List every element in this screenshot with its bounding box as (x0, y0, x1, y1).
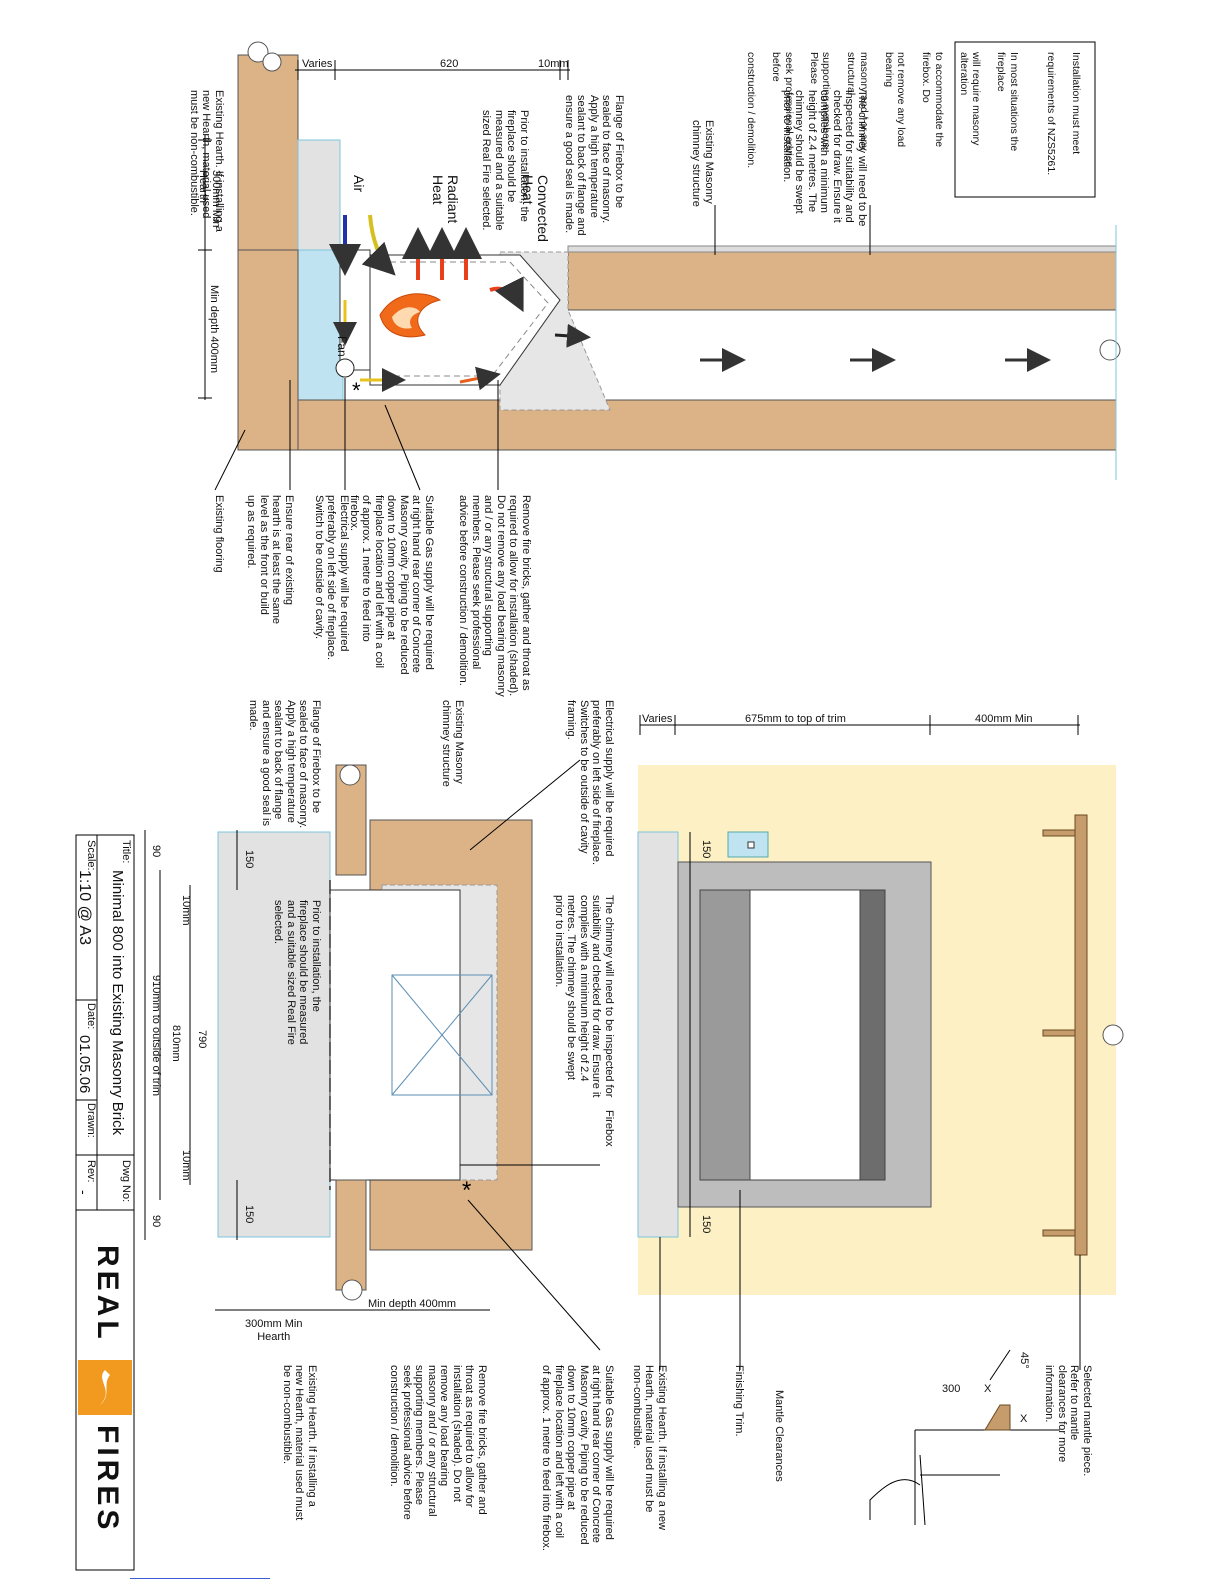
mc-300: 300 (942, 1383, 961, 1395)
fan-icon (335, 358, 355, 378)
brick-upper-wall (237, 54, 299, 251)
convected-heat-label: Convected Heat (520, 175, 551, 242)
logo-fires: FIRES (91, 1425, 124, 1534)
install-requirements-box (954, 41, 1096, 198)
air-label: Air (351, 175, 367, 193)
front-elevation (637, 715, 1124, 1370)
plan-firebox (329, 889, 461, 1181)
existing-hearth-note-plan: Existing Hearth. If installing a new Hea… (281, 1365, 318, 1521)
date-value: 01.05.06 (76, 1035, 93, 1094)
plan-dim-910: 910mm to outside of trim (150, 975, 162, 1097)
rev-value: - (76, 1190, 92, 1195)
dim-varies-top: Varies (302, 58, 333, 70)
electrical-note-bottom: Electrical supply will be required prefe… (565, 700, 616, 866)
remove-note-bottom: Remove fire bricks, gather and throat as… (388, 1365, 489, 1520)
dwg-no-label: Dwg No: (120, 1160, 132, 1203)
plan-dim-10a: 10mm (180, 895, 192, 926)
hearth-front (637, 831, 679, 1238)
plan-hearth (217, 831, 331, 1238)
flange-note-bottom: Flange of Firebox to be sealed to face o… (247, 700, 323, 829)
plan-dim-150b: 150 (243, 1205, 255, 1224)
svg-text:*: * (352, 378, 361, 403)
dim-10mm-top: 10mm (538, 58, 569, 70)
mc-angle: 45° (1018, 1352, 1030, 1369)
drawn-label: Drawn: (85, 1103, 97, 1138)
brick-lower-wall (237, 249, 299, 451)
firebox-label: Firebox (603, 1110, 615, 1147)
dim-varies-bottom: Varies (642, 713, 673, 725)
plan-dim-90b: 90 (150, 1215, 162, 1228)
mc-x2: X (1020, 1413, 1028, 1425)
scale-label: Scale: (85, 840, 97, 871)
title-label: Title: (120, 840, 132, 864)
hearth-min-top: 300mm Min Hearth (197, 170, 223, 228)
top-section-drawing: * (198, 41, 1121, 491)
logo-real: REAL (91, 1245, 124, 1343)
mantle-note: Selected mantle piece. Refer to mantle c… (1043, 1365, 1094, 1477)
plan-dim-90a: 90 (150, 845, 162, 858)
rear-hearth-note: Ensure rear of existing hearth is at lea… (245, 495, 296, 625)
radiant-heat-label: Radiant Heat (430, 175, 461, 224)
masonry-label-top: Existing Masonry chimney structure (690, 120, 716, 207)
dim-150-left: 150 (700, 840, 712, 859)
masonry-label-bottom: Existing Masonry chimney structure (440, 700, 466, 787)
firebox-glass (749, 889, 861, 1181)
gas-note-top: Suitable Gas supply will be required at … (348, 495, 435, 675)
plan-min-depth: Min depth 400mm (368, 1298, 457, 1310)
break-symbol (247, 41, 269, 63)
dim-675: 675mm to top of trim (745, 713, 846, 725)
dim-400-min: 400mm Min (975, 713, 1033, 725)
mantle-clearance-diagram (869, 1349, 1060, 1526)
remove-note-top: Remove fire bricks, gather and throat as… (457, 495, 533, 697)
electrical-note-top: Electrical supply will be required prefe… (313, 495, 350, 661)
chimney-note-top: The chimney will need to be inspected fo… (781, 90, 868, 227)
floor-slab (297, 399, 1117, 451)
finishing-trim-label: Finishing Trim. (733, 1365, 745, 1437)
dim-620: 620 (440, 58, 459, 70)
fan-label: Fan (335, 336, 349, 357)
scale-value: 1:10 @ A3 (76, 870, 93, 945)
mc-x1: X (984, 1383, 992, 1395)
min-depth-top: Min depth 400mm (208, 285, 220, 374)
plan-hearth-min: 300mm Min Hearth (245, 1318, 303, 1343)
plan-dim-790: 790 (196, 1030, 208, 1049)
title-block (75, 834, 135, 1571)
hearth-blue-top (297, 249, 344, 401)
dim-150-right: 150 (700, 1215, 712, 1234)
svg-text:*: * (462, 1177, 471, 1204)
plan-dim-10b: 10mm (180, 1150, 192, 1181)
prior-note-bottom: Prior to installation, the fireplace sho… (272, 900, 323, 1045)
flange-note-top: Flange of Firebox to be sealed to face o… (563, 95, 625, 236)
rev-label: Rev: (85, 1160, 97, 1183)
date-label: Date: (85, 1003, 97, 1030)
break-symbol (1099, 339, 1121, 361)
plan-dim-810: 810mm (170, 1025, 182, 1062)
chimney-note-bottom: The chimney will need to be inspected fo… (553, 895, 615, 1098)
plan-dim-150a: 150 (243, 850, 255, 869)
gas-note-bottom: Suitable Gas supply will be required at … (540, 1365, 616, 1551)
chimney-brick (567, 251, 1117, 311)
mantle-clearances-label: Mantle Clearances (773, 1390, 785, 1482)
bottom-link-underline (130, 1578, 270, 1579)
mantle-piece (1074, 814, 1088, 1256)
existing-flooring-label: Existing flooring (213, 495, 225, 573)
plan-view: * (144, 759, 601, 1351)
drawing-title: Minimal 800 into Existing Masonry Brick (109, 870, 126, 1136)
hearth-grey-top (297, 139, 341, 251)
existing-hearth-note-front: Existing Hearth. If installing a new Hea… (631, 1365, 668, 1531)
